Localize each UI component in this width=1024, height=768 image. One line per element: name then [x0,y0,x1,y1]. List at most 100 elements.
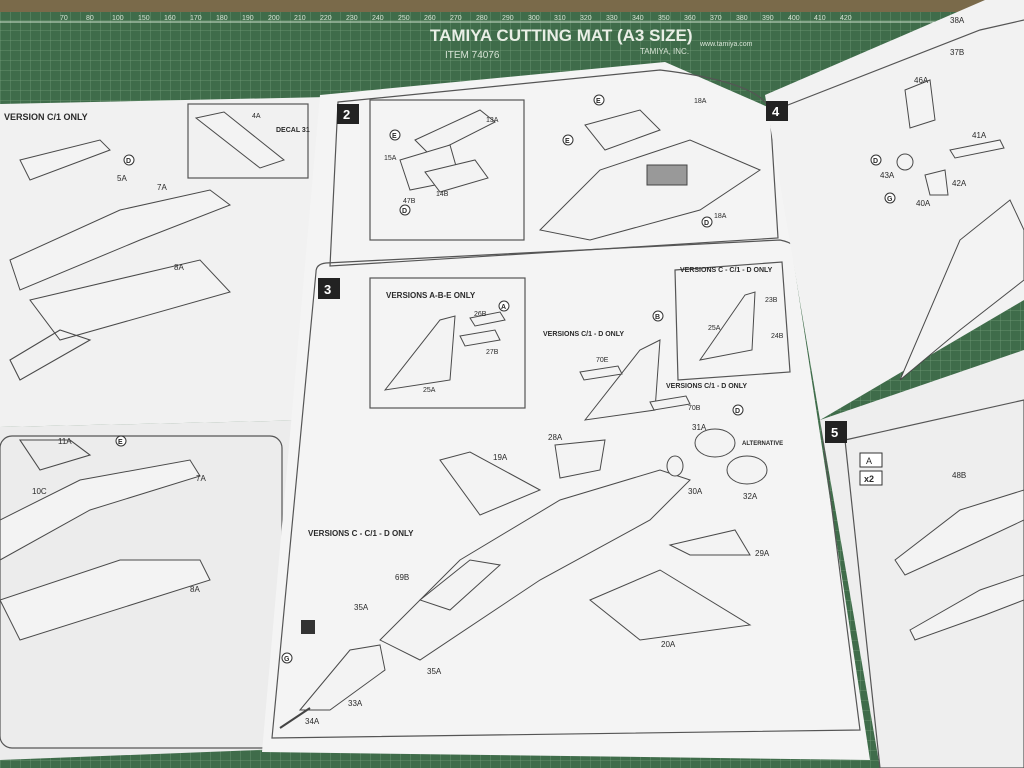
left-callout-8a-bottom: 8A [190,585,200,594]
step2-marker-e1-circle [593,94,605,106]
step4-callout-46a: 46A [914,76,929,85]
desk-edge [0,0,1024,12]
ruler-number: 290 [502,15,514,22]
step3-pitot [279,707,311,729]
ruler-number: 190 [242,15,254,22]
step4-callout-42a: 42A [952,179,967,188]
mat-website: www.tamiya.com [699,41,753,48]
step3-callout-69b: 69B [395,573,409,582]
step3-c-box [674,261,791,381]
step3-callout-32a: 32A [743,492,758,501]
step3-fuselage [379,469,691,661]
mat-maker: TAMIYA, INC. [640,47,689,56]
step3-abe-part-26 [469,311,506,327]
left-callout-10c: 10C [32,487,47,496]
ruler-number: 220 [320,15,332,22]
ruler-number: 250 [398,15,410,22]
step3-callout-20a: 20A [661,640,676,649]
step2-fuselage [538,139,762,241]
step3-alternative: ALTERNATIVE [742,441,783,447]
left-marker-e: E [118,439,123,446]
left-marker-e-circle [115,435,127,447]
step5-box-qty: x2 [864,474,874,484]
left-marker-d: D [126,158,131,165]
ruler-number: 420 [840,15,852,22]
step4-marker-g-circle [884,192,896,204]
step5-tank-upper [894,489,1024,576]
step4-part-46a [904,79,936,129]
step2-marker-d1-circle [701,216,713,228]
ruler-number: 150 [138,15,150,22]
left-marker-d-circle [123,154,135,166]
step5-badge [825,421,847,443]
step2-number: 2 [343,107,350,122]
step4-marker-d-circle [870,154,882,166]
step2-panel-part [584,109,661,151]
ruler-number: 200 [268,15,280,22]
step3-c-fin [698,291,756,361]
left-fuselage-mid [29,259,231,341]
left-fuselage-lower-b [0,559,211,641]
left-callout-decal31: DECAL 31 [276,127,310,134]
step3-callout-70b: 70B [688,405,701,412]
ruler-number: 410 [814,15,826,22]
step2-marker-d1: D [704,220,709,227]
step3-callout-19a: 19A [493,453,508,462]
ruler-number: 370 [710,15,722,22]
ruler-number: 360 [684,15,696,22]
step3-nose-cone [298,644,386,711]
ruler-number: 180 [216,15,228,22]
center-page [262,62,870,760]
mat-item-number: ITEM 74076 [445,50,500,61]
left-part-small [9,329,92,381]
ruler-number: 380 [736,15,748,22]
step4-callout-37b: 37B [950,48,964,57]
step3-part-70e [579,365,623,381]
step3-marker-a: A [501,304,506,311]
step3-abe-fin [383,315,456,391]
left-detail-box [187,103,309,179]
left-detail-part [194,111,286,169]
step3-version-c1-d-b: VERSIONS C/1 - D ONLY [666,383,747,390]
ruler-number: 340 [632,15,644,22]
step5-part-box [859,452,883,468]
step3-callout-35a-bottom: 35A [427,667,442,676]
step4-callout-40a: 40A [916,199,931,208]
ruler-number: 320 [580,15,592,22]
step3-callout-29a: 29A [755,549,770,558]
step3-marker-d-circle [732,404,744,416]
step3-marker-a-circle [498,300,510,312]
ruler-number: 230 [346,15,358,22]
ruler-number: 270 [450,15,462,22]
step3-marker-b-circle [652,310,664,322]
step3-abe-box [369,277,526,409]
left-callout-8a-top: 8A [174,263,184,272]
step4-strut-40a [924,169,949,196]
step2-marker-e2-circle [562,134,574,146]
step2-callout-13a: 13A [486,117,499,124]
ruler-number: 300 [528,15,540,22]
ruler-number: 80 [86,15,94,22]
step3-badge [318,278,340,299]
step3-callout-23b: 23B [765,297,778,304]
step3-marker-g-circle [281,652,293,664]
ruler-number: 310 [554,15,566,22]
step2-callout-47b: 47B [403,198,416,205]
step2-marker-e3: E [392,133,397,140]
step5-number: 5 [831,425,838,440]
step3-abe-part-27 [459,329,501,347]
step2-marker-e2: E [565,138,570,145]
step4-panel-border [769,19,1024,113]
step2-callout-14b: 14B [436,191,449,198]
ruler-number: 400 [788,15,800,22]
left-version-header: VERSION C/1 ONLY [4,112,88,122]
step4-marker-d: D [873,158,878,165]
step4-number: 4 [772,104,780,119]
left-canopy-part [19,139,111,181]
step3-nozzle-31a [694,428,736,458]
left-intake [18,439,92,471]
step3-callout-26b: 26B [474,311,487,318]
step3-tail-29a [668,529,751,556]
ruler-number: 170 [190,15,202,22]
